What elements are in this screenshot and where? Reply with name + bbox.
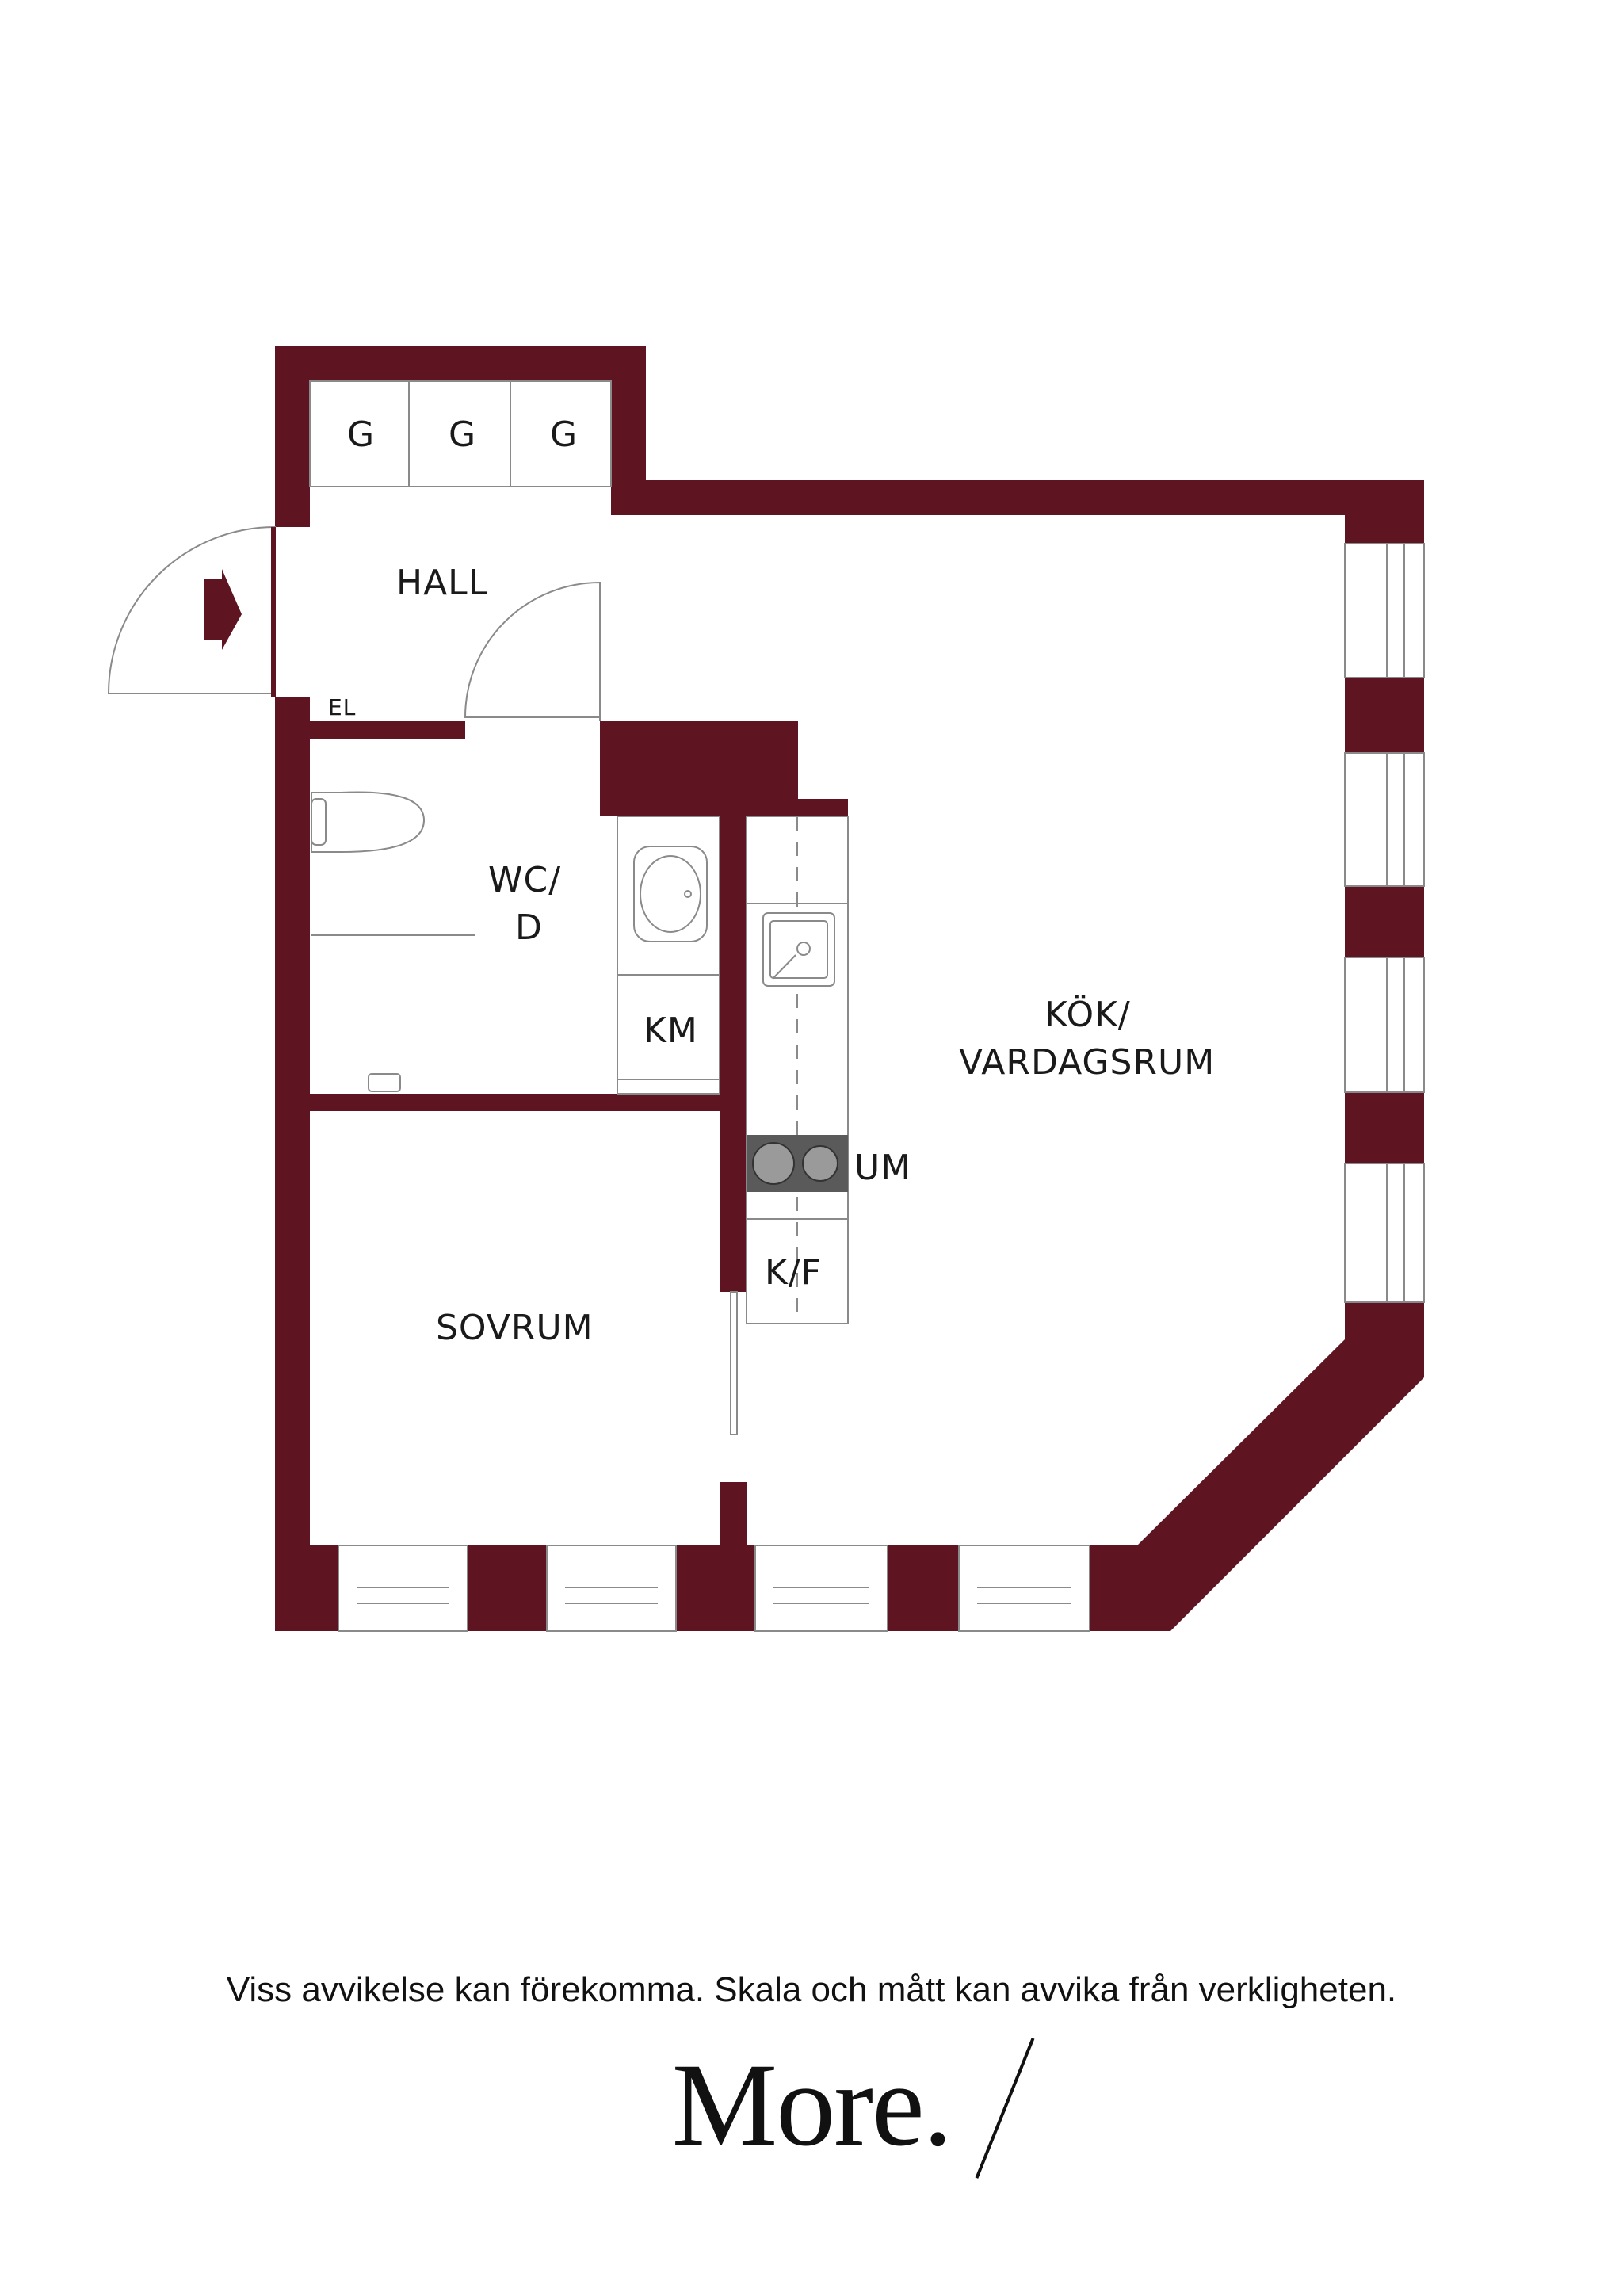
- entry-door: [107, 525, 276, 697]
- windows-right: [1344, 543, 1425, 1303]
- wc-label-line1: WC/: [488, 860, 561, 900]
- outer-walls: [275, 346, 1424, 1631]
- storage-closets: [309, 380, 612, 487]
- floor-drain-icon: [368, 1073, 401, 1092]
- interior-walls: [310, 721, 848, 1545]
- storage-label-1: G: [347, 415, 375, 455]
- bath-sink-area: [617, 816, 720, 1095]
- kitchen-label-line2: VARDAGSRUM: [959, 1042, 1215, 1083]
- brand-logo-text: More.: [671, 2039, 953, 2171]
- toilet-icon: [311, 791, 426, 853]
- fridge-label: K/F: [765, 1252, 822, 1293]
- storage-label-2: G: [449, 415, 476, 455]
- bedroom-label: SOVRUM: [436, 1308, 594, 1348]
- storage-label-3: G: [550, 415, 578, 455]
- windows-bottom: [338, 1545, 1090, 1632]
- hall-label: HALL: [396, 563, 488, 603]
- kitchen-counter: [746, 816, 849, 1324]
- kitchen-label-line1: KÖK/: [1044, 994, 1131, 1035]
- brand-logo: More.: [671, 2037, 1035, 2179]
- disclaimer-text: Viss avvikelse kan förekomma. Skala och …: [226, 1970, 1397, 2009]
- wc-fixtures: [311, 791, 475, 1092]
- brand-logo-area: More.: [0, 2037, 1623, 2195]
- room-labels: G G G HALL EL WC/ D KM KÖK/ VARDAGSRUM U…: [328, 415, 1215, 1348]
- entrance-arrow-icon: [204, 569, 242, 650]
- wc-label-line2: D: [515, 907, 543, 948]
- electric-label: EL: [328, 694, 356, 720]
- oven-label: UM: [854, 1148, 911, 1188]
- laundry-label: KM: [643, 1010, 698, 1051]
- wc-door: [464, 581, 601, 721]
- brand-slash-icon: [975, 2038, 1035, 2179]
- bedroom-sliding-door: [730, 1291, 738, 1435]
